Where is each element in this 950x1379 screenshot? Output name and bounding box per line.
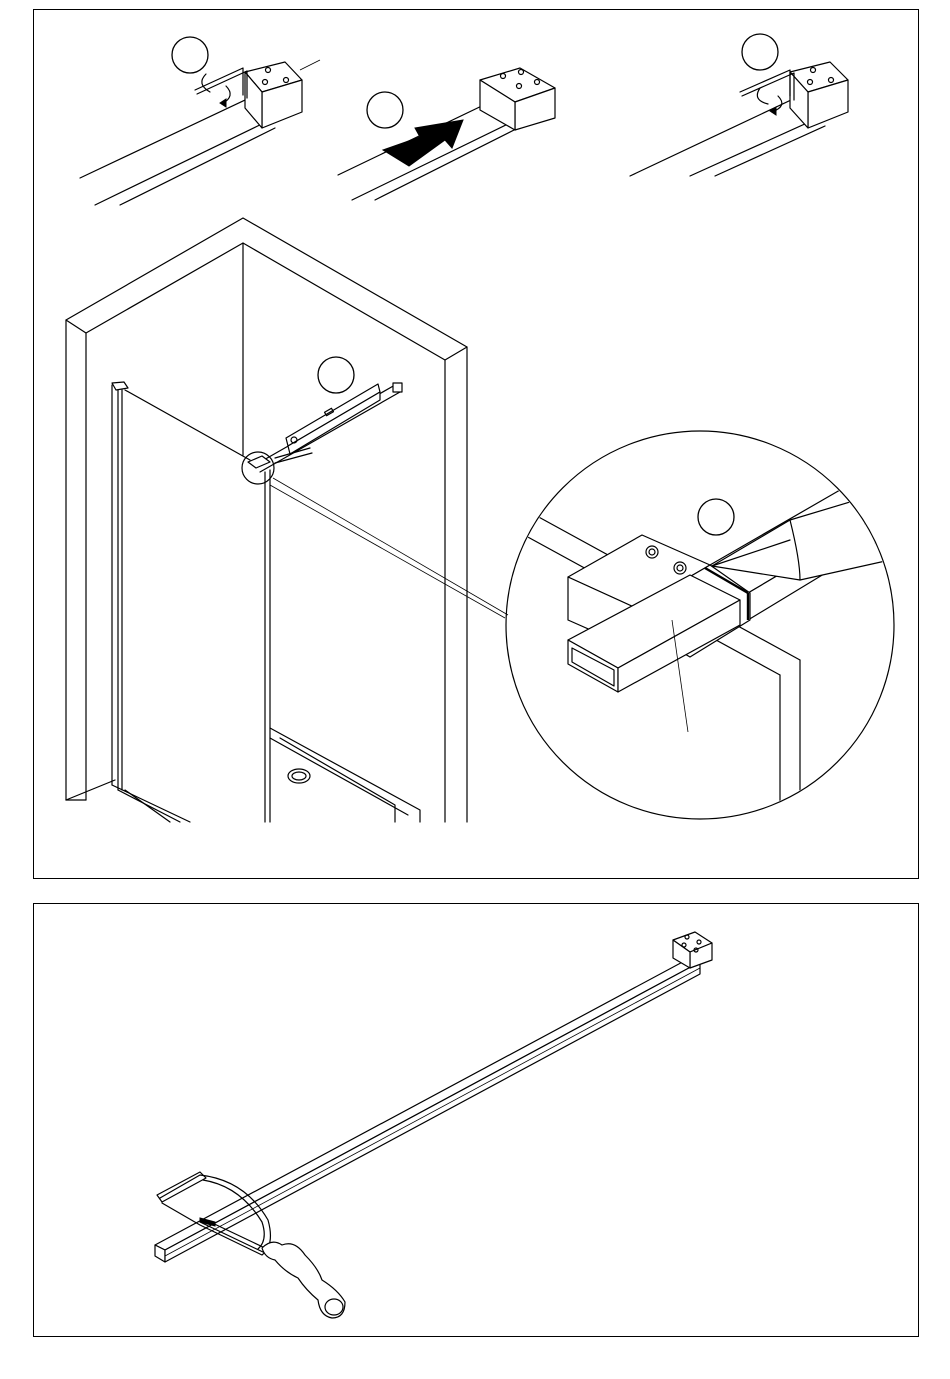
step-3-illustration — [630, 34, 848, 176]
step-marker-4 — [318, 357, 354, 393]
instruction-panel-bottom — [33, 903, 919, 1337]
step-2-illustration — [338, 68, 555, 200]
step-marker-1 — [172, 37, 208, 73]
detail-zoom-marker — [242, 452, 274, 484]
step-marker-5 — [698, 499, 734, 535]
pencil-icon — [712, 490, 890, 580]
allen-key-icon — [740, 70, 794, 100]
spirit-level-icon — [286, 384, 380, 454]
step-1-illustration — [80, 37, 320, 205]
arrow-right-icon — [383, 120, 463, 166]
step-5-illustration — [506, 431, 894, 830]
step-marker-2 — [367, 92, 403, 128]
allen-key-icon — [195, 68, 247, 98]
rotate-arrow-icon — [202, 74, 230, 107]
rotate-arrow-icon — [757, 88, 782, 115]
step-4-illustration — [66, 218, 508, 822]
step-marker-3 — [742, 34, 778, 70]
